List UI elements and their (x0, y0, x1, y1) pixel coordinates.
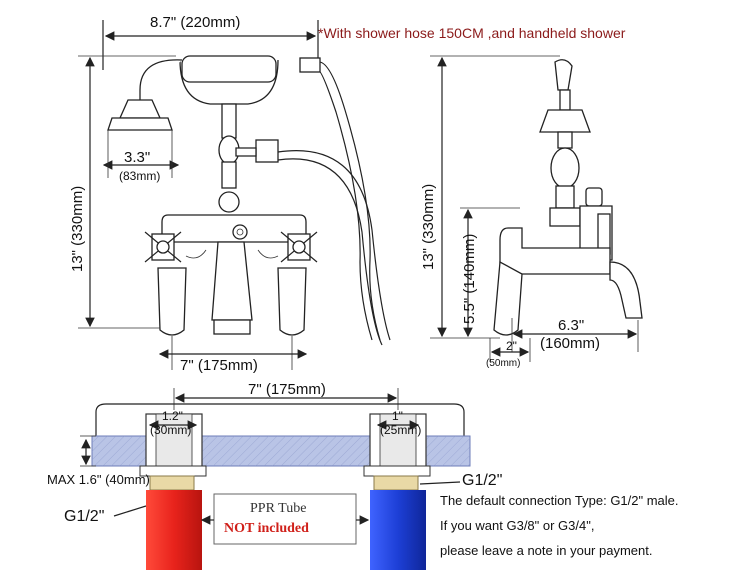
right-cross-handle (280, 231, 318, 263)
front-height-label: 13" (330mm) (69, 186, 86, 272)
ppr-tube-status: NOT included (224, 521, 309, 536)
head-diameter-mm: (83mm) (119, 169, 160, 183)
right-thread-mm: (25mm) (380, 423, 421, 437)
base-depth-mm: (50mm) (486, 358, 520, 369)
cradle-stem (221, 103, 237, 139)
side-spout-tip (609, 261, 643, 319)
center-spout (211, 241, 253, 321)
right-brass-nut (373, 475, 419, 491)
side-view-faucet: 13" (330mm) 5.5" (140mm) 6.3" (160mm) 2"… (420, 55, 643, 369)
faucet-base-outline (95, 403, 465, 436)
connection-note-3: please leave a note in your payment. (440, 543, 652, 558)
side-handset-hook (554, 59, 573, 91)
left-leg (157, 267, 187, 336)
handset-neck (139, 59, 183, 100)
handset-body (181, 55, 277, 83)
spout-reach-mm: (160mm) (540, 335, 600, 352)
base-depth-in: 2" (506, 339, 517, 353)
left-thread-in: 1.2" (162, 409, 183, 423)
spout-height-label: 5.5" (140mm) (461, 234, 478, 324)
connection-note-1: The default connection Type: G1/2" male. (440, 493, 679, 508)
right-thread-in: 1" (392, 409, 403, 423)
stem-lower (221, 161, 237, 189)
hot-water-pipe (146, 490, 202, 570)
base-spacing-label: 7" (175mm) (180, 357, 258, 374)
left-thread-mm: (30mm) (150, 423, 191, 437)
head-diameter-in: 3.3" (124, 149, 150, 166)
right-connection-label: G1/2" (462, 472, 502, 489)
shower-head-face (107, 117, 173, 131)
connection-note-2: If you want G3/8" or G3/4", (440, 518, 594, 533)
side-height-label: 13" (330mm) (420, 184, 437, 270)
left-brass-nut (149, 475, 195, 491)
installation-diagram: 7" (175mm) 1.2" (30mm) 1" (25mm) MAX 1.6… (47, 381, 679, 570)
side-shower-head (539, 109, 591, 133)
spout-reach-in: 6.3" (558, 317, 584, 334)
ppr-tube-title: PPR Tube (250, 501, 306, 516)
hose-nut (255, 139, 279, 163)
shower-hose-inner (277, 150, 391, 341)
right-leg (277, 267, 307, 336)
side-leg (493, 260, 523, 336)
hose-end (299, 57, 321, 73)
left-cross-handle (144, 231, 182, 263)
front-view-faucet: 8.7" (220mm) 3.3" (83mm) (69, 14, 391, 374)
hose-notice: *With shower hose 150CM ,and handheld sh… (318, 25, 626, 41)
diverter-knob (218, 191, 240, 213)
cold-water-pipe (370, 490, 426, 570)
max-deck-label: MAX 1.6" (40mm) (47, 472, 150, 487)
install-spacing-label: 7" (175mm) (248, 381, 326, 398)
shower-head-top (118, 99, 162, 119)
top-width-label: 8.7" (220mm) (150, 14, 240, 31)
ppr-tube-box (213, 493, 357, 545)
left-connection-label: G1/2" (64, 508, 104, 525)
